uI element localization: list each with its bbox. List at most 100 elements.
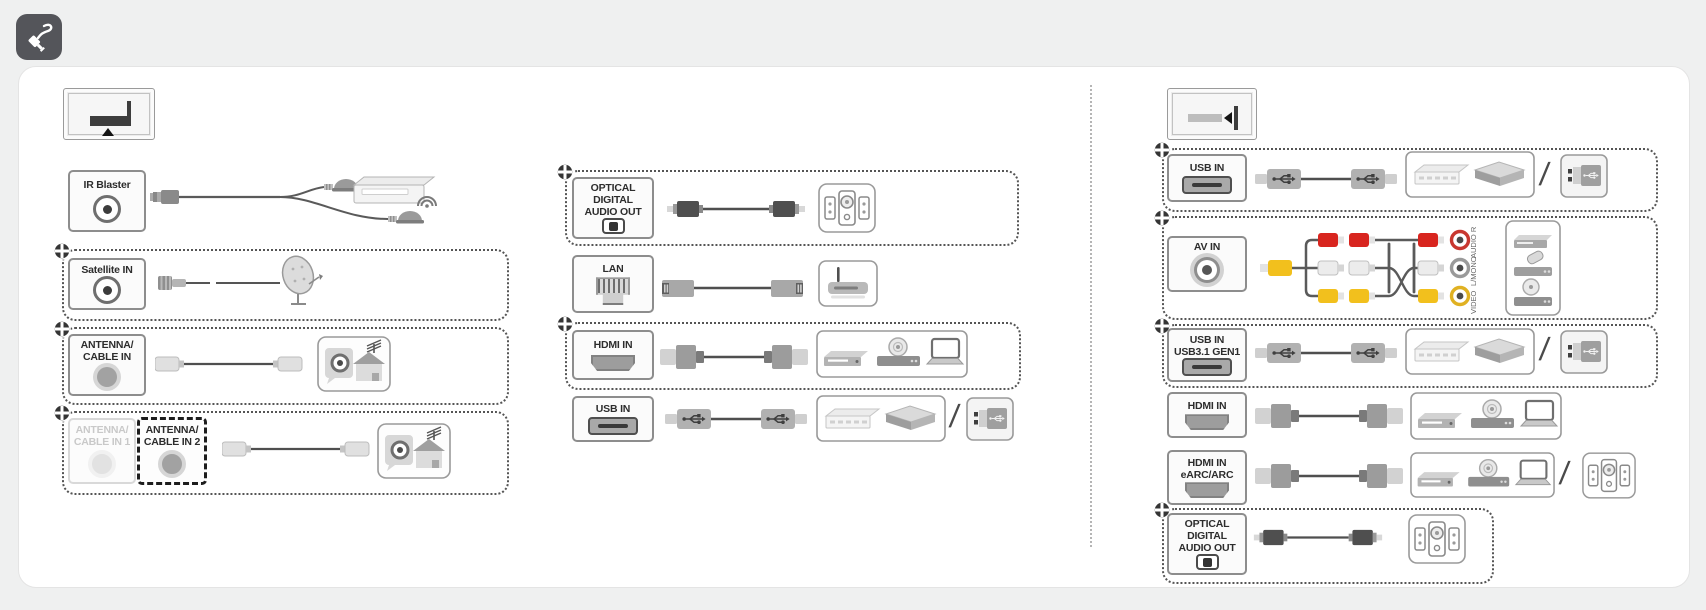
antenna-cable xyxy=(222,438,372,460)
port-label: USB IN USB3.1 GEN1 xyxy=(1173,333,1241,358)
port-label: ANTENNA/ CABLE IN 2 xyxy=(143,424,201,449)
ir-blaster-cable-and-settop-box xyxy=(150,176,437,224)
port-box-lan: LAN xyxy=(572,255,654,313)
group-usb31 xyxy=(1162,324,1658,388)
port-box-hdmi-in-right: HDMI IN xyxy=(1167,392,1247,438)
optical-cable xyxy=(665,197,807,221)
port-label: USB IN xyxy=(595,402,631,415)
group-optical-out-right xyxy=(1162,508,1494,584)
group-hdmi-in xyxy=(565,322,1021,390)
ethernet-cable xyxy=(660,275,805,301)
hdmi-devices-icon xyxy=(816,330,968,378)
usb-flash-drive-icon xyxy=(1560,154,1608,198)
speaker-system-icon xyxy=(818,183,876,233)
port-label: HDMI IN xyxy=(1187,399,1227,412)
port-box-hdmi-earc: HDMI IN eARC/ARC xyxy=(1167,450,1247,505)
usb-flash-drive-icon xyxy=(966,397,1014,441)
usb-port-icon xyxy=(588,417,638,435)
hdmi-port-icon xyxy=(1185,482,1229,499)
group-satellite-in xyxy=(62,249,509,321)
usb-port-icon xyxy=(1182,358,1232,377)
usb-cable xyxy=(665,406,807,432)
usb-devices-icon xyxy=(816,395,946,442)
plus-expand-icon xyxy=(556,315,574,333)
usb-cable xyxy=(1255,166,1397,192)
port-box-antenna-cable-in-1: ANTENNA/ CABLE IN 1 xyxy=(68,418,136,484)
antenna-port-icon xyxy=(158,449,186,478)
av-devices-icon xyxy=(1505,220,1561,316)
port-label: ANTENNA/ CABLE IN 1 xyxy=(73,424,131,449)
tv-side-bar xyxy=(1188,114,1222,122)
antenna-wall-socket-icon xyxy=(377,423,451,479)
port-label: LAN xyxy=(602,262,624,275)
av-jack-label-audio-r: AUDIO R xyxy=(1469,226,1478,258)
port-box-satellite-in: Satellite IN xyxy=(68,258,146,310)
optical-port-icon xyxy=(601,218,625,234)
port-label: HDMI IN eARC/ARC xyxy=(1180,456,1234,481)
usb-cable xyxy=(1255,340,1397,366)
tv-rear-bar xyxy=(90,116,130,126)
port-box-av-in: AV IN xyxy=(1167,236,1247,292)
port-label: AV IN xyxy=(1193,241,1221,253)
plus-expand-icon xyxy=(53,242,71,260)
tv-rear-stick xyxy=(127,101,131,126)
hdmi-port-icon xyxy=(591,355,635,371)
port-label: HDMI IN xyxy=(593,338,633,351)
av-port-icon xyxy=(1194,257,1220,283)
port-label: ANTENNA/ CABLE IN xyxy=(80,339,134,364)
group-optical-out xyxy=(565,170,1019,246)
port-box-optical-out-right: OPTICAL DIGITAL AUDIO OUT xyxy=(1167,513,1247,575)
port-box-optical-out: OPTICAL DIGITAL AUDIO OUT xyxy=(572,177,654,239)
tv-side-arrow xyxy=(1224,112,1232,124)
av-jack-label-video: VIDEO xyxy=(1469,290,1478,314)
hdmi-port-icon xyxy=(1185,414,1229,431)
usb-port-icon xyxy=(1182,176,1232,195)
port-label: OPTICAL DIGITAL AUDIO OUT xyxy=(1178,518,1236,555)
optical-port-icon xyxy=(1195,554,1219,570)
speaker-system-icon xyxy=(1582,452,1636,499)
optical-cable xyxy=(1252,526,1384,549)
lan-port-icon xyxy=(596,277,630,306)
audio-plug-cable-icon xyxy=(28,23,53,52)
usb-devices-icon xyxy=(1405,151,1535,198)
port-box-antenna-cable-in: ANTENNA/ CABLE IN xyxy=(68,334,146,396)
composite-av-cable: AUDIO R L/MONO VIDEO xyxy=(1260,226,1478,314)
plus-expand-icon xyxy=(556,163,574,181)
group-usb-in-right xyxy=(1162,148,1658,212)
antenna-wall-socket-icon xyxy=(317,336,391,392)
av-jack-label-l-mono: L/MONO xyxy=(1469,256,1478,286)
tv-rear-arrow xyxy=(102,128,114,136)
port-box-usb31: USB IN USB3.1 GEN1 xyxy=(1167,328,1247,382)
tv-side-stick xyxy=(1234,106,1238,130)
group-antenna-cable-in-2 xyxy=(62,411,509,495)
tv-side-connection-icon xyxy=(1167,88,1257,140)
port-box-antenna-cable-in-2: ANTENNA/ CABLE IN 2 xyxy=(137,417,207,485)
port-label: IR Blaster xyxy=(83,178,131,191)
hdmi-cable xyxy=(1255,402,1403,430)
antenna-port-icon xyxy=(93,363,121,391)
usb-flash-drive-icon xyxy=(1560,330,1608,374)
router-icon xyxy=(818,260,878,307)
port-label: OPTICAL DIGITAL AUDIO OUT xyxy=(584,182,642,219)
port-label: USB IN xyxy=(1189,161,1225,174)
satellite-port-icon xyxy=(93,276,121,305)
coax-cable xyxy=(158,272,288,294)
hdmi-cable xyxy=(660,343,808,371)
group-antenna-cable-in xyxy=(62,327,509,405)
column-divider xyxy=(1090,85,1092,547)
hdmi-devices-icon xyxy=(1410,452,1555,498)
antenna-cable xyxy=(155,353,305,375)
antenna-port-icon-disabled xyxy=(88,449,116,478)
hdmi-devices-icon xyxy=(1410,392,1562,440)
connection-app-chip xyxy=(16,14,62,60)
port-box-usb-in: USB IN xyxy=(572,396,654,442)
port-box-usb-in-right: USB IN xyxy=(1167,154,1247,202)
usb-devices-icon xyxy=(1405,328,1535,375)
hdmi-cable xyxy=(1255,462,1403,490)
port-box-ir-blaster: IR Blaster xyxy=(68,170,146,232)
port-box-hdmi-in: HDMI IN xyxy=(572,330,654,380)
satellite-dish-icon xyxy=(278,254,326,306)
group-av-in xyxy=(1162,216,1658,320)
speaker-system-icon xyxy=(1408,514,1466,564)
